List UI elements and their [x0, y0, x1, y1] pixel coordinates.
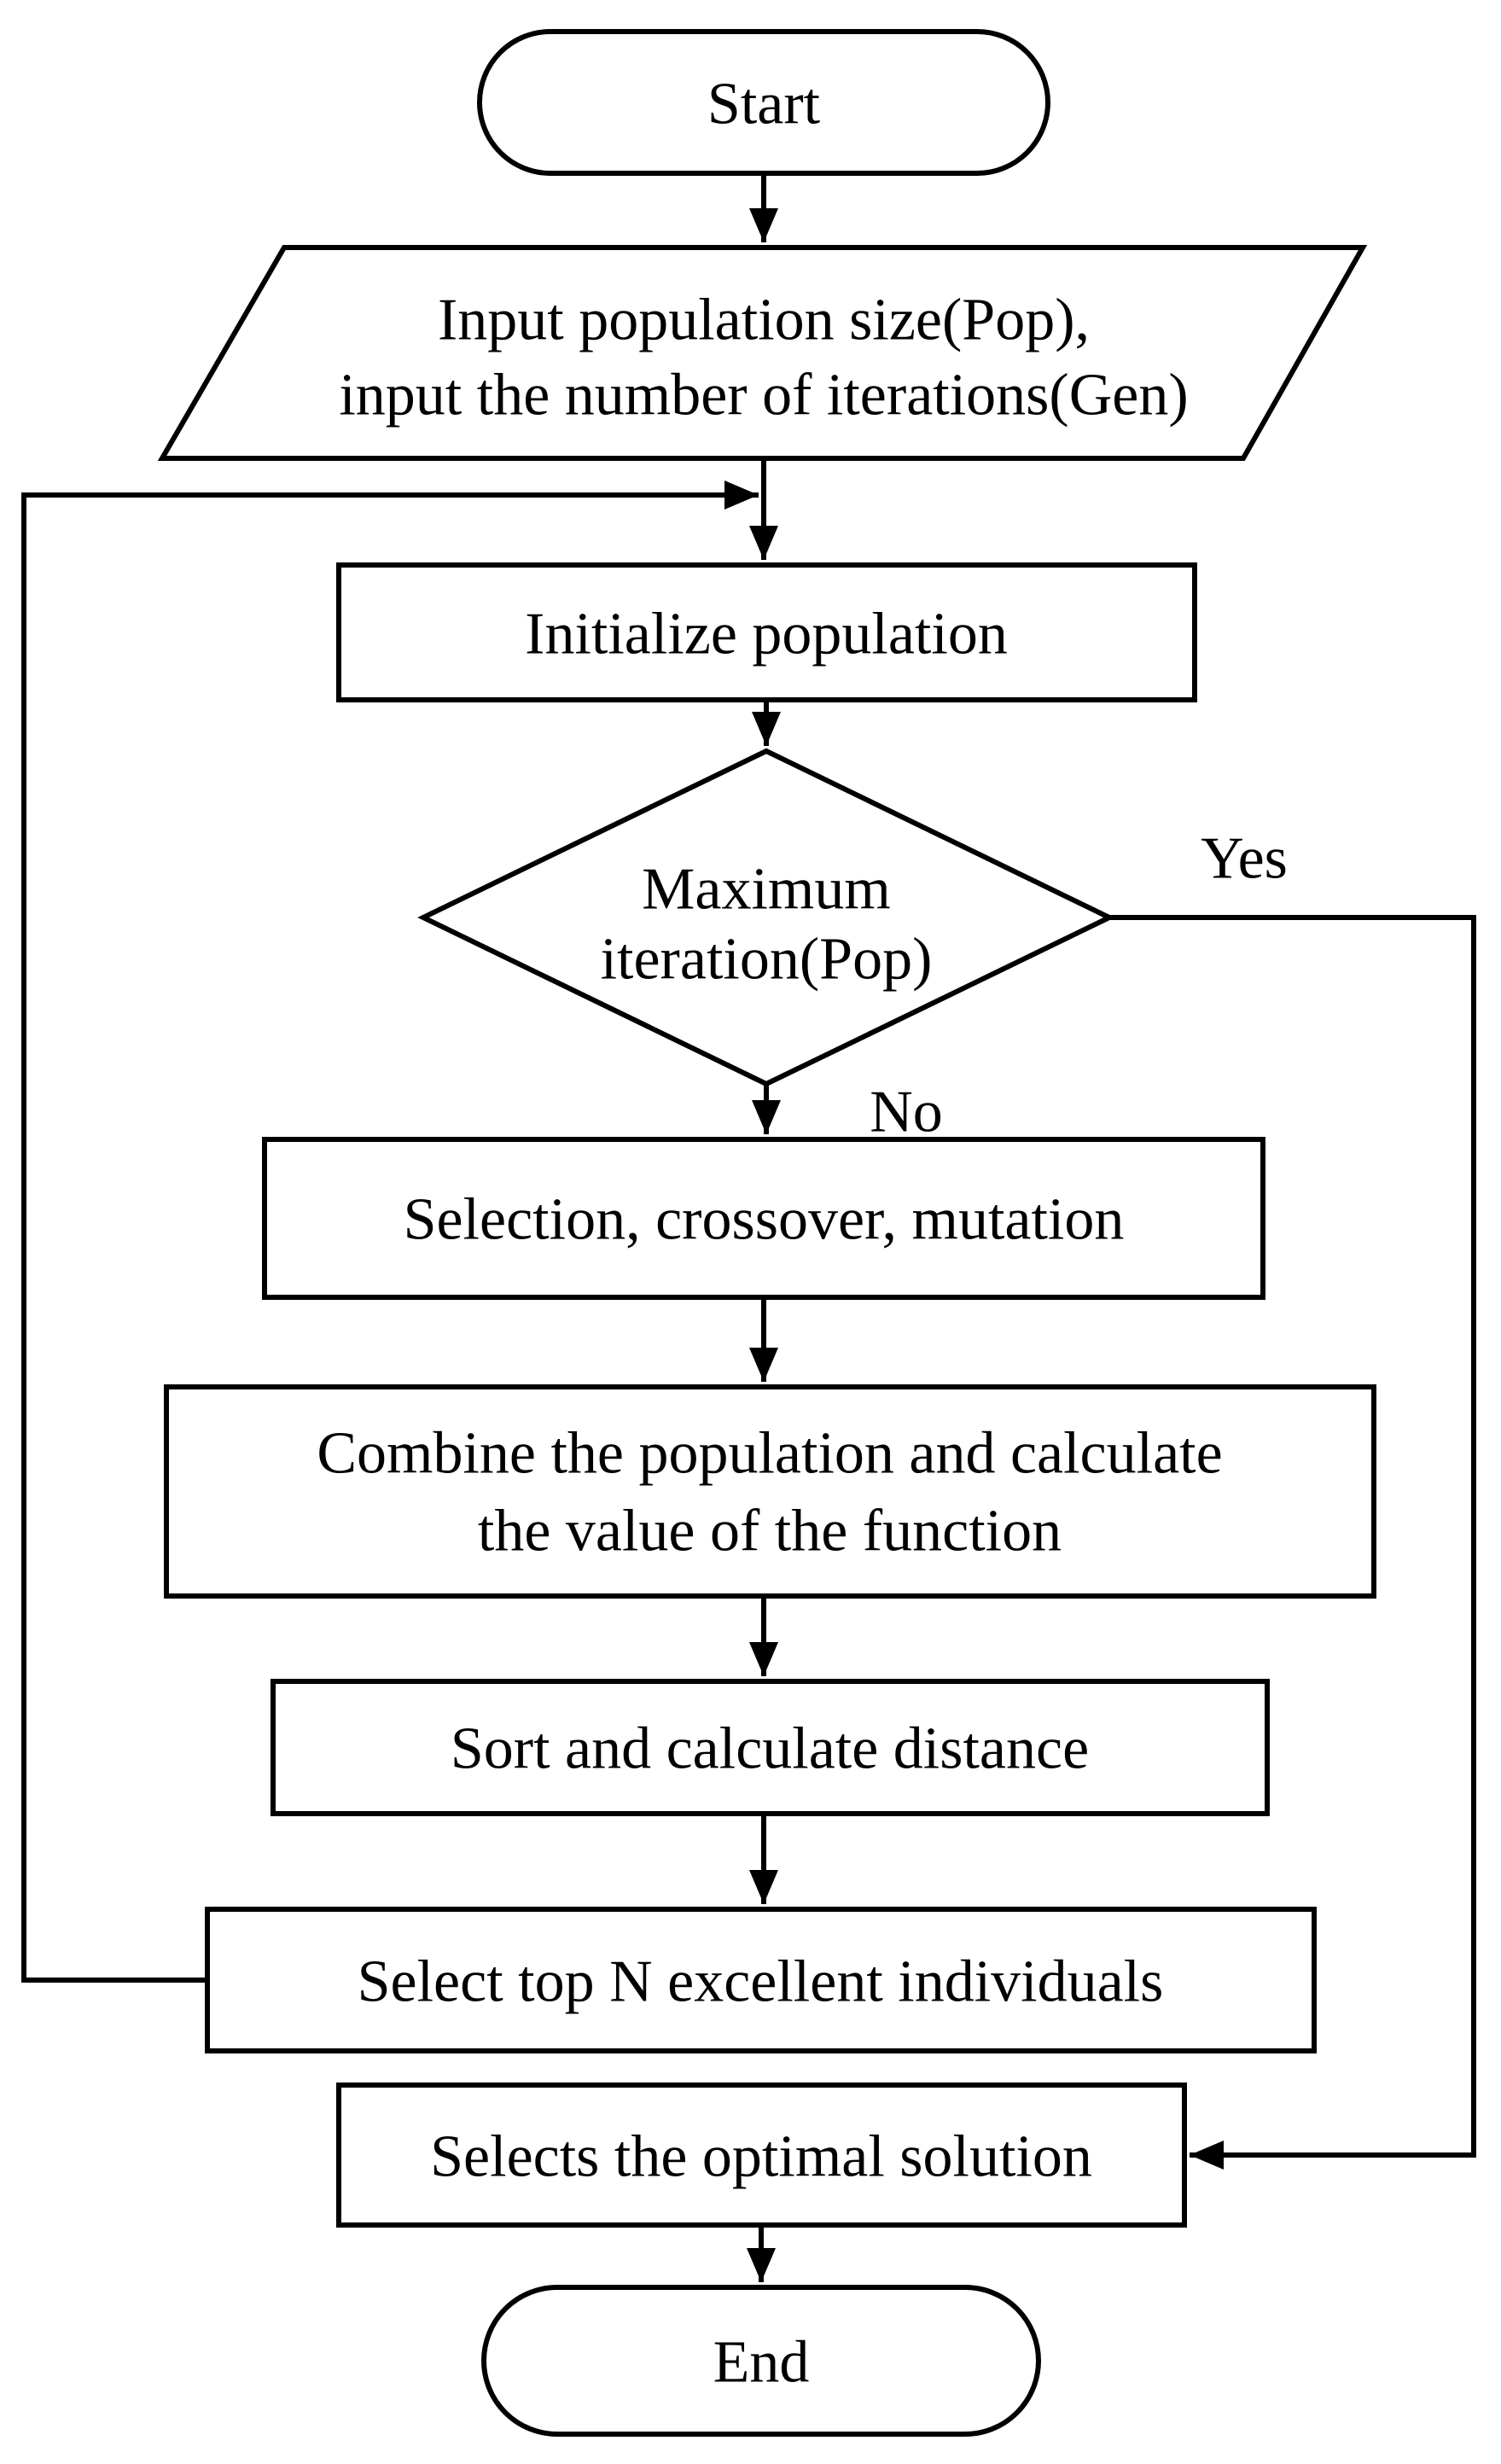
sort-process-shape — [271, 1679, 1270, 1816]
optimal-process-shape — [336, 2082, 1187, 2228]
selection-process-shape — [262, 1137, 1265, 1300]
node-selection: Selection, crossover, mutation — [262, 1137, 1265, 1300]
node-max-iteration-decision: Maximum iteration(Pop) — [417, 748, 1115, 1087]
end-label: End — [713, 2330, 810, 2396]
initialize-label: Initialize population — [525, 602, 1008, 667]
node-combine: Combine the population and calculate the… — [164, 1384, 1376, 1599]
sort-label: Sort and calculate distance — [451, 1716, 1089, 1782]
decision-diamond-shape — [417, 748, 1115, 1087]
edge-loopback-select-top-n-to-initialize — [21, 481, 759, 1983]
node-optimal: Selects the optimal solution — [336, 2082, 1187, 2228]
node-input: Input population size(Pop), input the nu… — [157, 245, 1368, 461]
edge-label-no: No — [870, 1080, 943, 1145]
combine-process-shape — [164, 1384, 1376, 1599]
input-parallelogram-shape — [157, 245, 1368, 461]
selection-label: Selection, crossover, mutation — [404, 1187, 1125, 1253]
decision-label-line1: Maximum — [642, 857, 891, 923]
initialize-process-shape — [336, 562, 1197, 702]
input-label-line2: input the number of iterations(Gen) — [339, 363, 1188, 428]
edge-decision-yes-to-optimal — [1109, 915, 1476, 2170]
edge-label-yes: Yes — [1201, 826, 1288, 892]
start-label: Start — [707, 72, 821, 137]
node-select-top-n: Select top N excellent individuals — [205, 1907, 1317, 2053]
select-top-n-process-shape — [205, 1907, 1317, 2053]
node-start: Start — [477, 29, 1050, 176]
node-sort: Sort and calculate distance — [271, 1679, 1270, 1816]
combine-label-line2: the value of the function — [478, 1499, 1062, 1564]
node-initialize: Initialize population — [336, 562, 1197, 702]
select-top-n-label: Select top N excellent individuals — [358, 1949, 1164, 2015]
combine-label-line1: Combine the population and calculate — [317, 1421, 1222, 1487]
input-label-line1: Input population size(Pop), — [438, 288, 1090, 353]
decision-label-line2: iteration(Pop) — [601, 927, 933, 993]
start-terminator-shape — [477, 29, 1050, 176]
optimal-label: Selects the optimal solution — [430, 2124, 1092, 2190]
node-end: End — [481, 2285, 1041, 2437]
end-terminator-shape — [481, 2285, 1041, 2437]
